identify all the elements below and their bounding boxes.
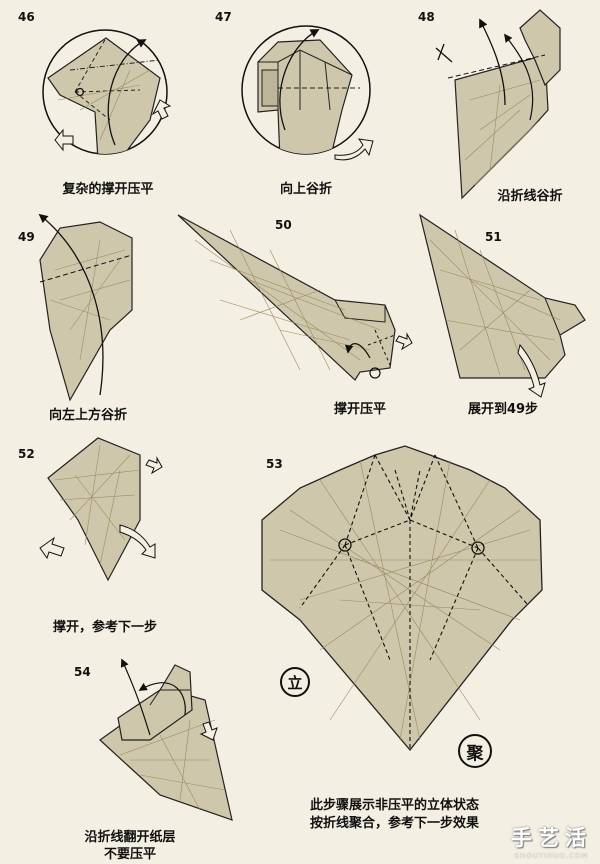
stand-symbol: 立 (280, 667, 310, 697)
step-51-diagram (419, 213, 586, 398)
step-53-number: 53 (266, 457, 283, 471)
watermark-title: 手艺活 (511, 826, 592, 850)
step-53-diagram (261, 445, 543, 752)
step-48-diagram (435, 9, 561, 200)
step-46-caption: 复杂的撑开压平 (62, 182, 154, 197)
step-50-caption: 撑开压平 (333, 402, 387, 417)
step-52-diagram (39, 437, 163, 582)
step-48-caption: 沿折线谷折 (497, 189, 563, 204)
step-50-number: 50 (275, 218, 292, 232)
step-51-number: 51 (485, 230, 502, 244)
step-52-number: 52 (18, 447, 35, 461)
step-49-diagram (38, 213, 133, 402)
watermark-subtitle: SHOUYIHUO.COM (514, 852, 589, 860)
step-54-number: 54 (74, 665, 91, 679)
step-47-caption: 向上谷折 (279, 182, 333, 197)
watermark: 手艺活 SHOUYIHUO.COM (511, 822, 592, 860)
step-47-number: 47 (215, 10, 232, 24)
step-53-caption-line-1: 此步骤展示非压平的立体状态 (310, 798, 480, 813)
step-52-caption: 撑开，参考下一步 (52, 620, 158, 635)
step-49-caption: 向左上方谷折 (48, 408, 128, 423)
step-54-caption-line-2: 不要压平 (103, 847, 157, 862)
step-50-diagram (177, 214, 413, 381)
step-51-caption: 展开到49步 (467, 402, 539, 417)
step-49-number: 49 (18, 230, 35, 244)
step-54-caption-line-1: 沿折线翻开纸层 (84, 830, 176, 845)
step-46-number: 46 (18, 10, 35, 24)
step-48-number: 48 (418, 10, 435, 24)
step-54-diagram (99, 658, 233, 821)
step-46-diagram (42, 29, 172, 155)
step-53-caption-line-2: 按折线聚合，参考下一步效果 (310, 816, 480, 831)
gather-symbol: 聚 (458, 734, 492, 768)
step-47-diagram (241, 25, 374, 161)
